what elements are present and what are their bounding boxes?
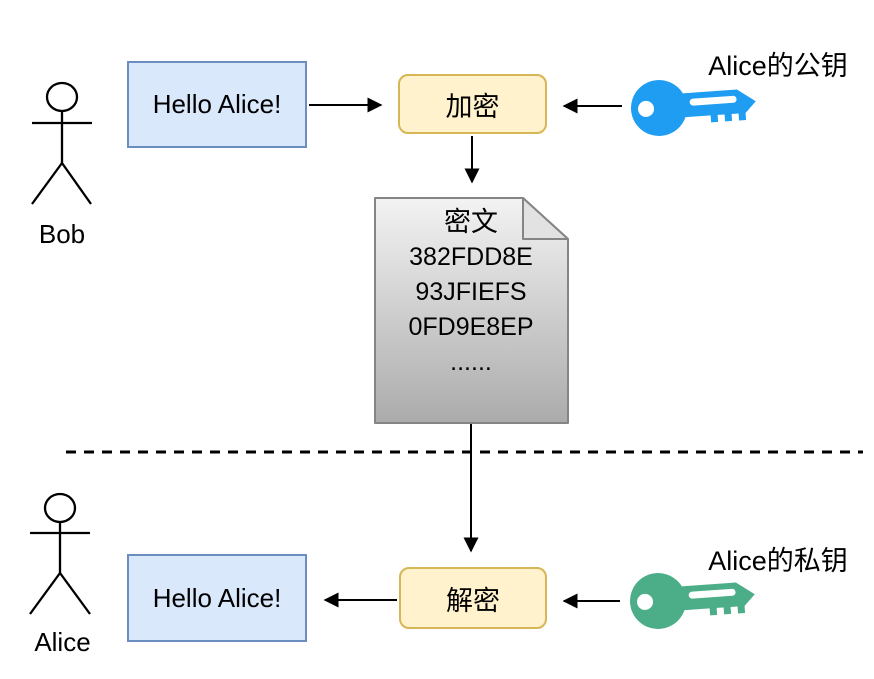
- alice-stick-figure-icon: [29, 492, 91, 615]
- sender-name: Bob: [38, 219, 86, 249]
- plaintext-sender-label: Hello Alice!: [152, 89, 282, 119]
- ciphertext-line: 93JFIEFS: [415, 278, 527, 306]
- ciphertext-line: 0FD9E8EP: [408, 313, 534, 341]
- private-key-caption: Alice的私钥: [708, 546, 848, 576]
- plaintext-box-sender: Hello Alice!: [127, 61, 307, 148]
- ciphertext-line: 382FDD8E: [409, 243, 533, 271]
- bob-stick-figure-icon: [31, 81, 92, 205]
- encrypt-process-box: 加密: [398, 74, 547, 134]
- ciphertext-document-shape: [374, 197, 569, 424]
- decrypt-label: 解密: [446, 585, 500, 616]
- receiver-name: Alice: [34, 627, 91, 657]
- ciphertext-title: 密文: [444, 207, 498, 237]
- encrypt-label: 加密: [445, 91, 500, 122]
- plaintext-box-receiver: Hello Alice!: [127, 554, 307, 642]
- ciphertext-line: ......: [450, 348, 492, 376]
- public-key-caption: Alice的公钥: [708, 51, 848, 81]
- ciphertext-text: 密文 382FDD8E 93JFIEFS 0FD9E8EP ......: [376, 200, 566, 380]
- plaintext-receiver-label: Hello Alice!: [152, 582, 282, 613]
- private-key-icon: [630, 573, 755, 629]
- public-key-icon: [631, 80, 756, 136]
- decrypt-process-box: 解密: [399, 567, 547, 629]
